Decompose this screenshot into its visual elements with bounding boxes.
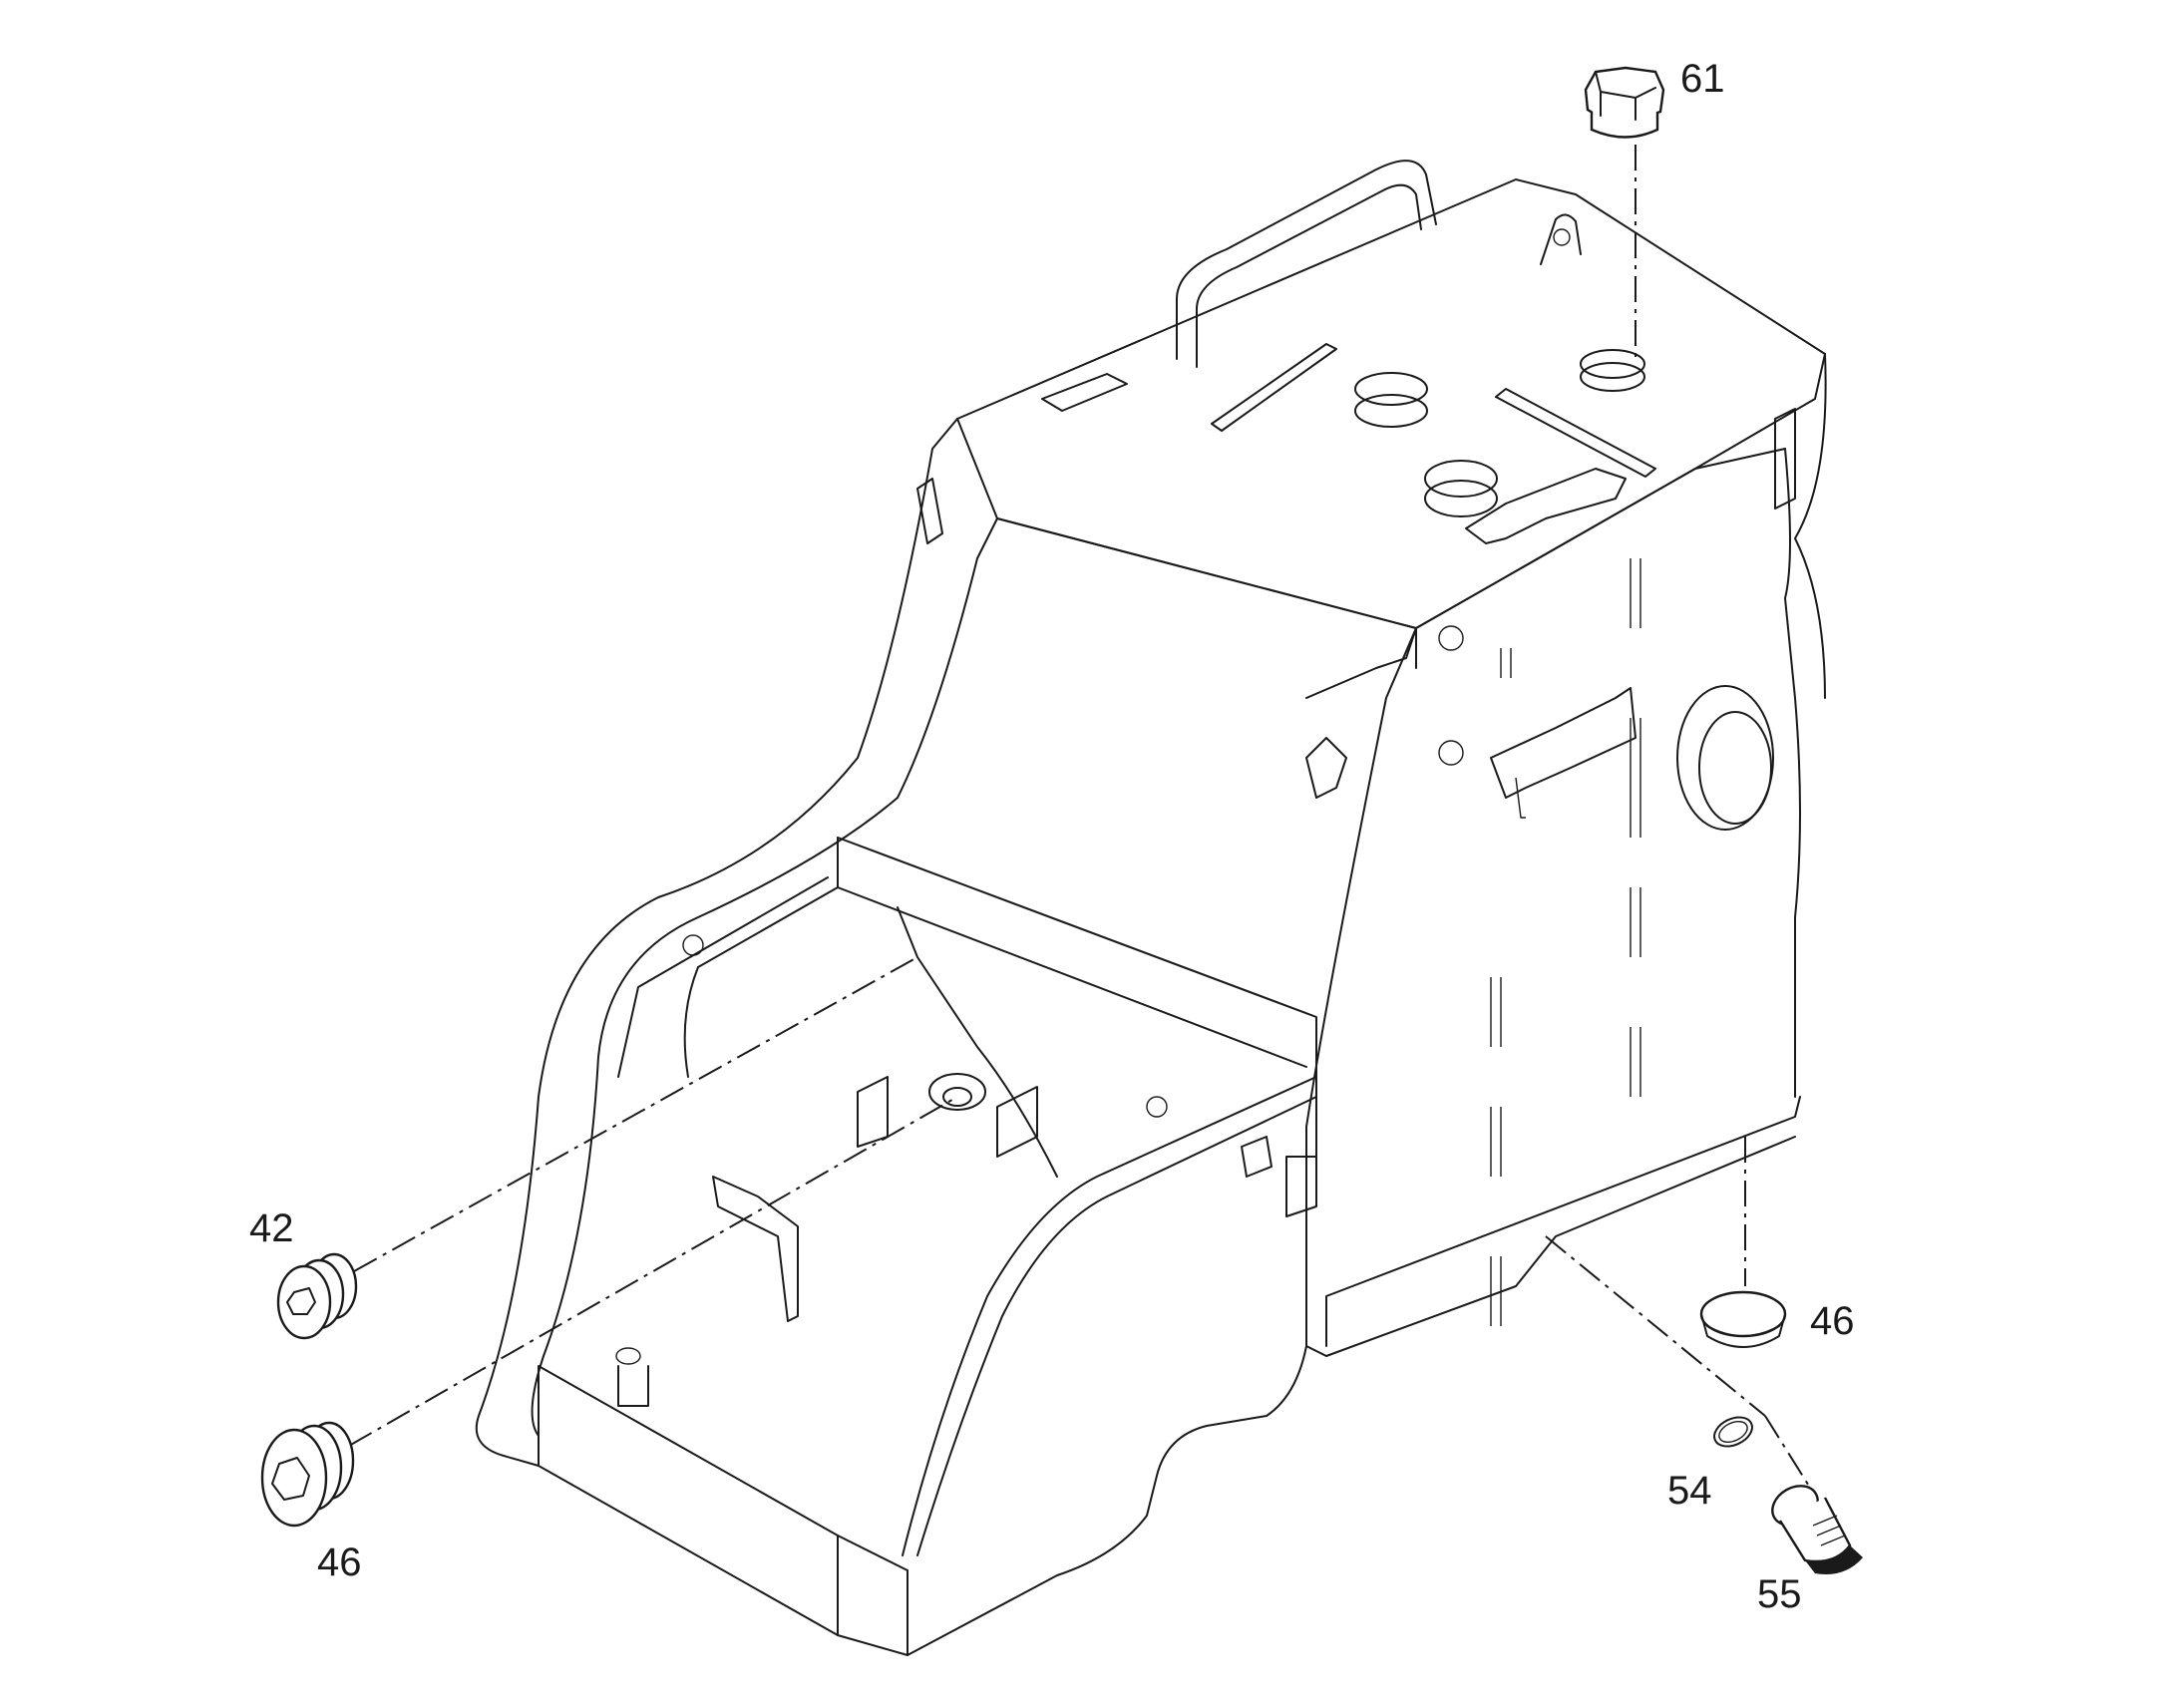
- part-54-seal-ring: [1713, 1416, 1753, 1448]
- callout-61: 61: [1680, 57, 1725, 101]
- part-46-cap-right: [1699, 1290, 1787, 1348]
- part-61-cap: [1584, 66, 1665, 139]
- callout-42: 42: [249, 1206, 294, 1250]
- leader-lines: [348, 145, 1816, 1497]
- part-46-plug-left: [260, 1421, 355, 1528]
- part-42-plug: [276, 1252, 358, 1340]
- callout-54: 54: [1667, 1469, 1712, 1513]
- callout-labels: 61 42 46 46 54 55: [249, 57, 1855, 1616]
- callout-46-left: 46: [317, 1540, 362, 1584]
- chassis-frame: [475, 160, 1827, 1656]
- part-55-drain-plug: [1771, 1485, 1863, 1574]
- callout-55: 55: [1757, 1572, 1802, 1616]
- callout-46-right: 46: [1810, 1299, 1855, 1343]
